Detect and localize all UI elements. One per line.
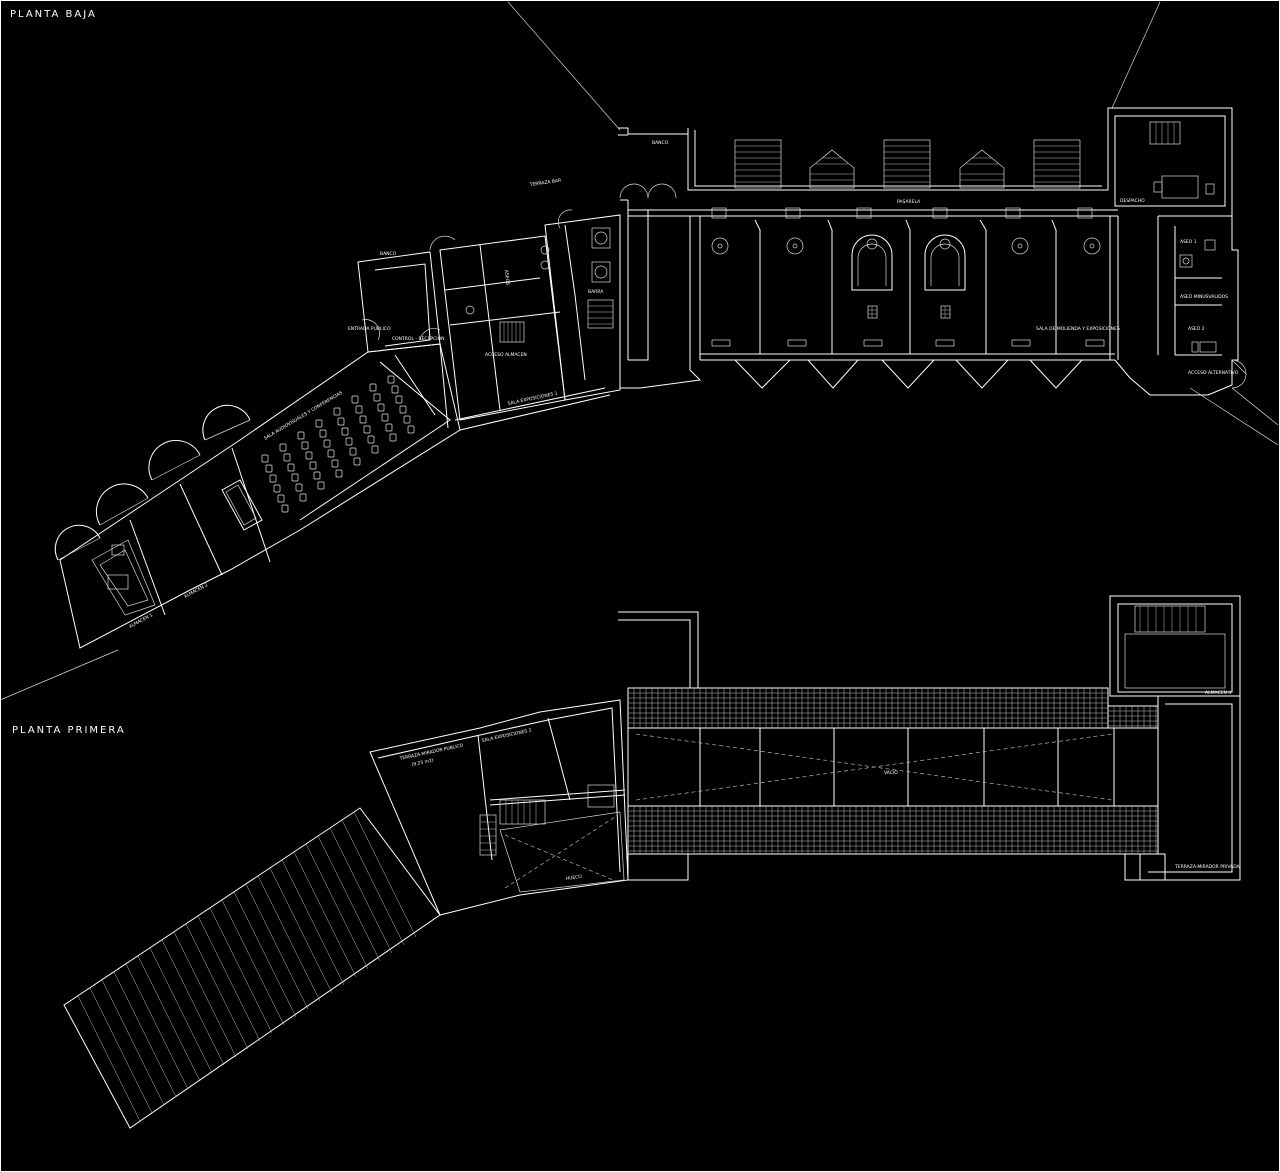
label-banco-left: BANCO — [380, 251, 397, 257]
ground-floor-title: PLANTA BAJA — [10, 9, 97, 20]
label-sala-exposiciones-1: SALA EXPOSICIONES 1 — [507, 390, 558, 406]
mill-cross-walls — [711, 207, 1093, 354]
buttresses — [734, 359, 1083, 389]
benches — [711, 339, 1105, 347]
mill-arches — [851, 234, 966, 319]
wing-arches — [54, 404, 251, 561]
label-banco-top: BANCO — [652, 140, 669, 146]
label-acceso-alternativo: ACCESO ALTERNATIVO — [1188, 370, 1239, 376]
ground-floor-plan: BANCO TERRAZA BAR PASARELA DESPACHO ASEO… — [54, 107, 1247, 649]
label-terraza-area: (9.25 m2) — [411, 757, 434, 768]
label-pasarela: PASARELA — [897, 199, 921, 205]
roof-tile-grid-top — [628, 688, 1108, 728]
label-control: CONTROL - RECEPCION — [392, 336, 445, 342]
label-terraza-privada: TERRAZA-MIRADOR PRIVADA — [1174, 864, 1241, 870]
pasarela-stairs — [734, 139, 1081, 189]
aseos-block — [429, 235, 566, 421]
label-aseo2: ASEO 2 — [1188, 326, 1205, 332]
sloped-roof-ramp — [63, 807, 441, 1129]
label-almacen-2: ALMACEN 2 — [183, 582, 209, 600]
millstones — [711, 237, 1101, 255]
first-floor-east-block — [1139, 695, 1241, 881]
roof-tile-grid-bottom — [628, 806, 1158, 854]
label-aseo-minusvalidos: ASEO MINUSVALIDOS — [1180, 294, 1228, 300]
first-floor-tower — [618, 595, 1241, 697]
label-aseo1: ASEO 1 — [1180, 239, 1197, 245]
label-acceso-almacen: ACCESO ALMACEN — [485, 352, 527, 358]
roof-tiles-bottom — [627, 805, 1166, 881]
label-barra: BARRA — [588, 289, 604, 295]
almacen-storage — [91, 539, 156, 616]
ground-floor-labels: BANCO TERRAZA BAR PASARELA DESPACHO ASEO… — [128, 140, 1239, 630]
label-sala-exposiciones-2: SALA EXPOSICIONES 2 — [481, 727, 532, 743]
label-hueco: HUECO — [565, 874, 582, 882]
molienda-wing-walls — [618, 107, 1239, 396]
label-terraza: TERRAZA BAR — [528, 178, 561, 188]
east-block — [1114, 115, 1247, 389]
first-floor-plan: ALMACEN 4 TERRAZA-MIRADOR PUBLICO (9.25 … — [63, 595, 1241, 1129]
label-almacen-4: ALMACEN 4 — [1205, 690, 1231, 696]
label-aseos: ASEOS — [503, 270, 511, 286]
first-floor-central-block — [369, 699, 629, 916]
roof-tile-grid-top-east — [1108, 706, 1158, 728]
label-sala-molienda: SALA DE MOLIENDA Y EXPOSICIONES — [1036, 326, 1120, 332]
label-vacio: VACIO — [884, 770, 898, 776]
audiovisual-wing — [59, 343, 611, 649]
label-despacho: DESPACHO — [1120, 198, 1145, 204]
auditorium-seats — [261, 375, 415, 513]
vacio-void — [627, 727, 1159, 807]
terrain-lines — [0, 1, 1279, 701]
conference-table — [221, 479, 263, 531]
label-entrada: ENTRADA PUBLICO — [348, 326, 391, 332]
first-floor-title: PLANTA PRIMERA — [12, 725, 126, 736]
